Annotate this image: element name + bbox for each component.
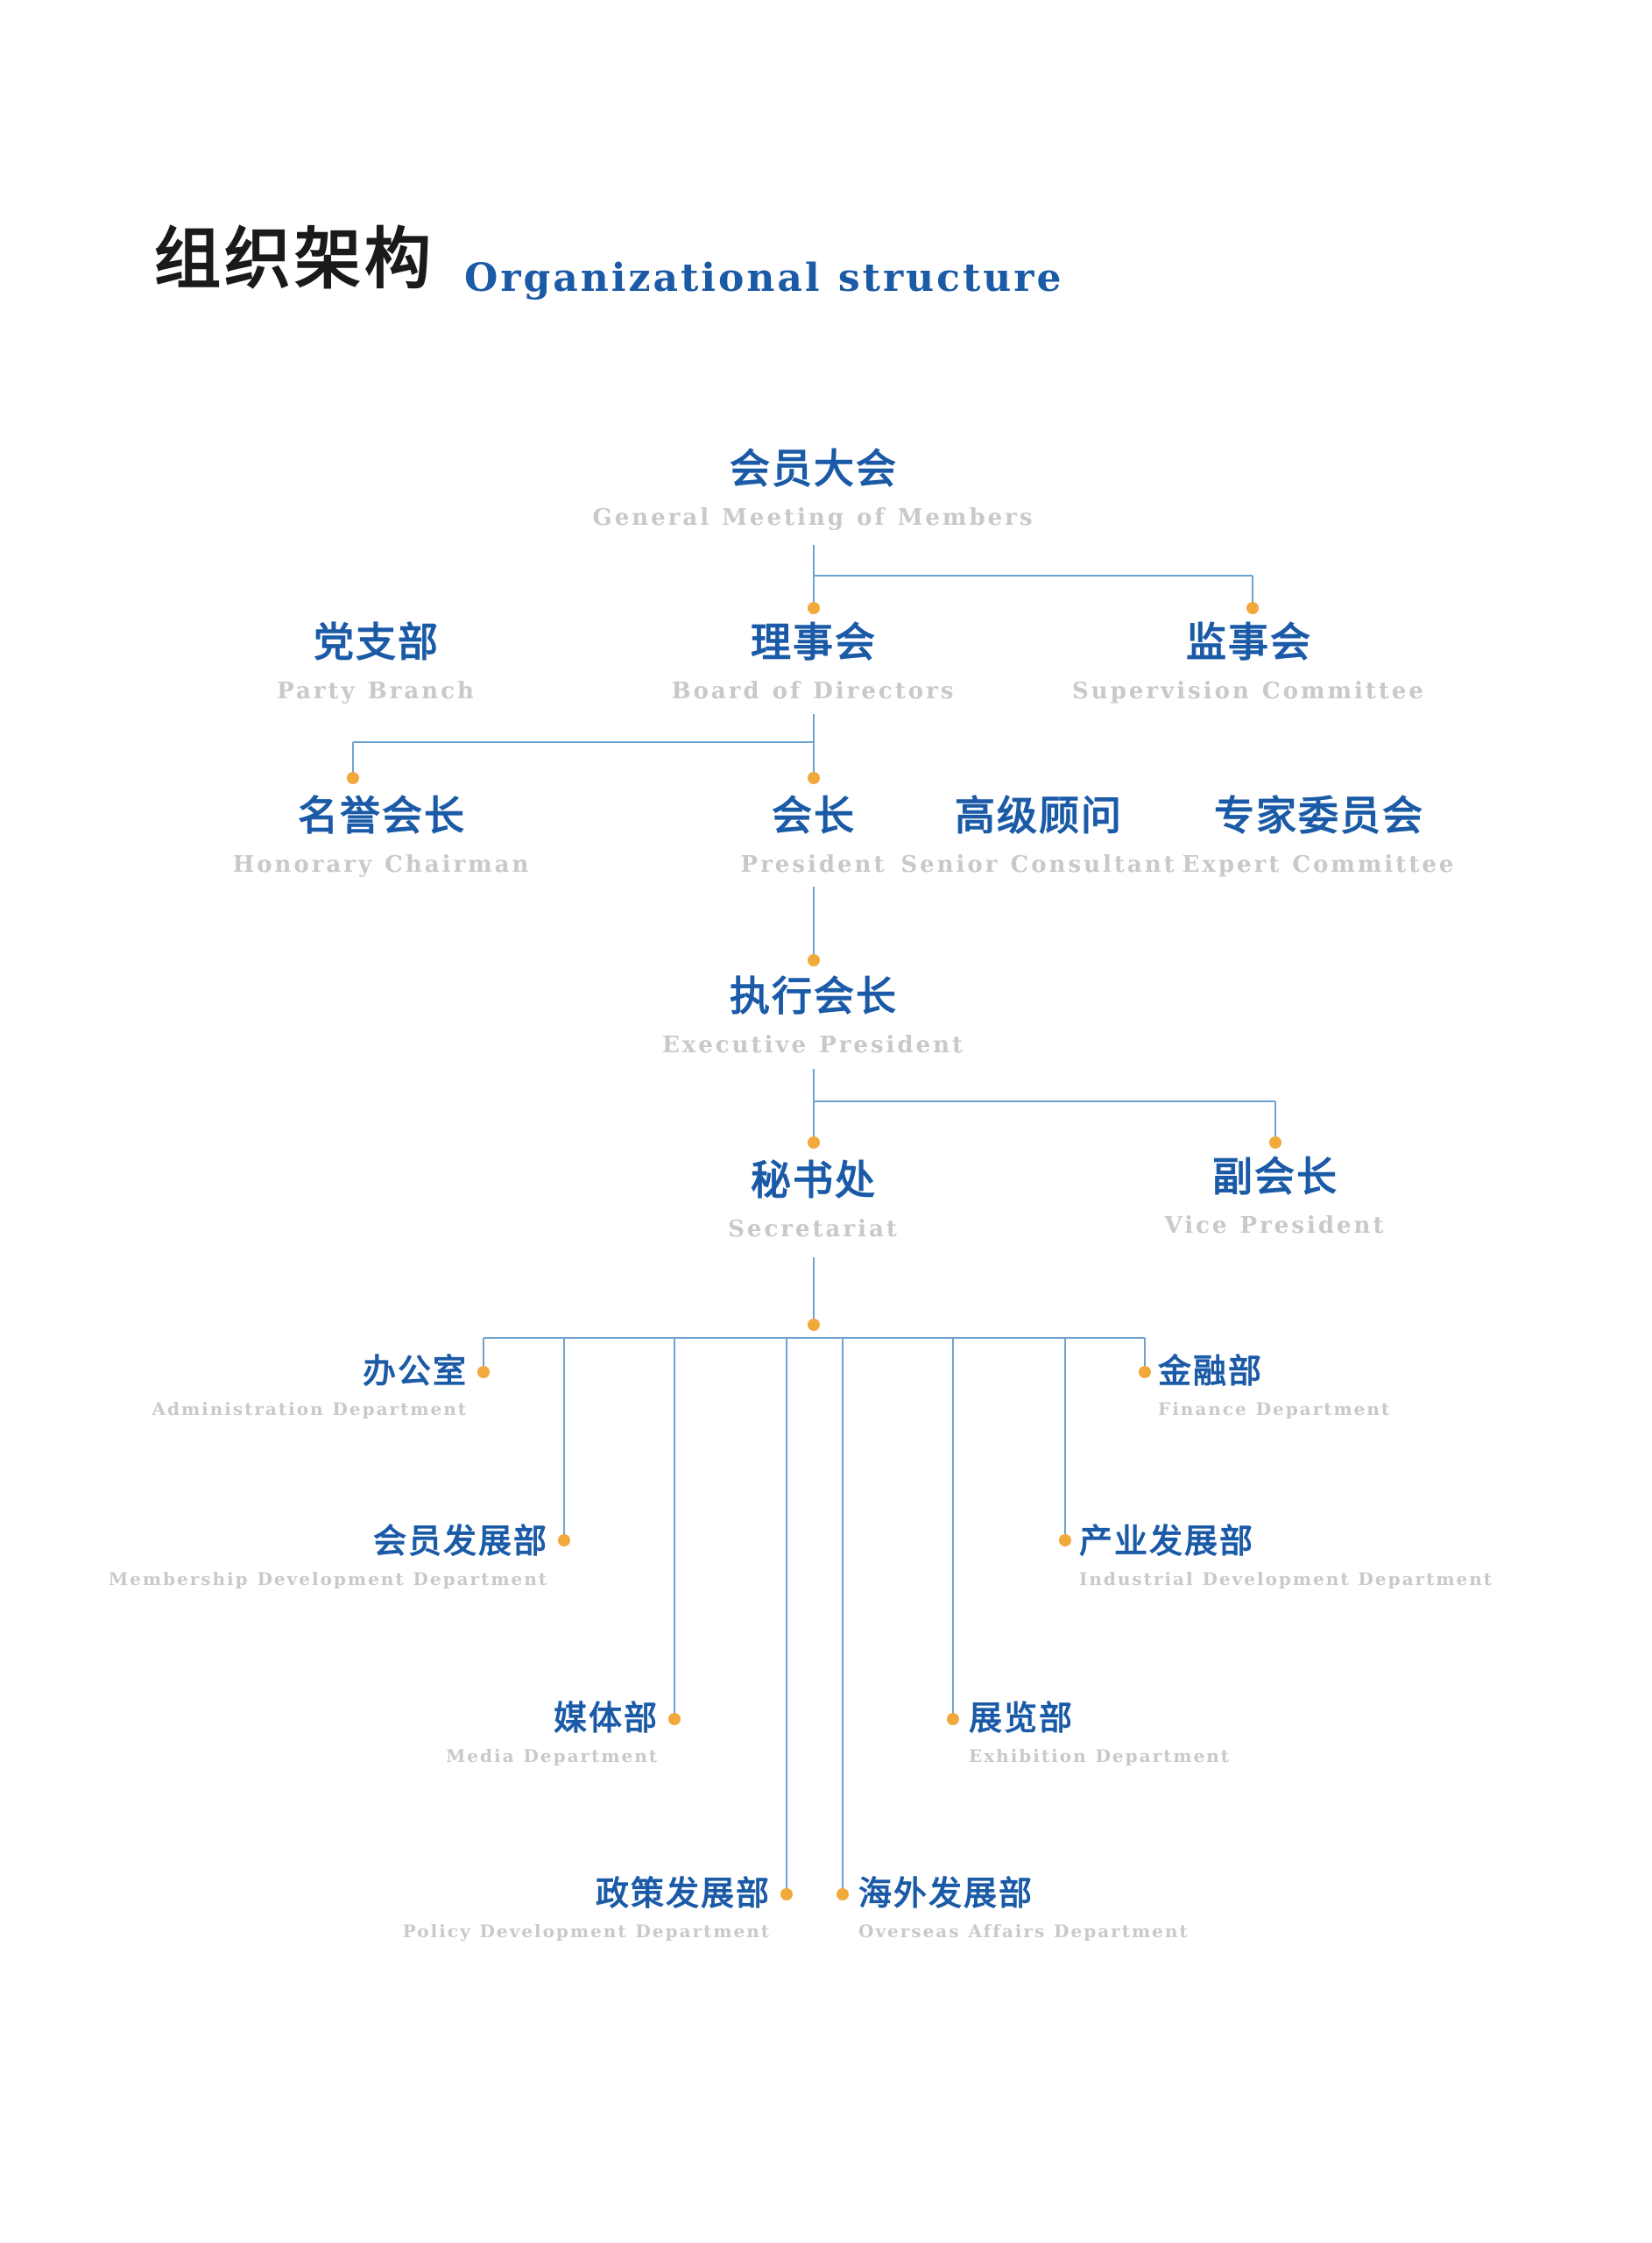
connector-dot — [808, 602, 820, 614]
node-label-zh: 理事会 — [750, 619, 877, 666]
connector-dot — [808, 954, 820, 966]
dept-label-zh: 金融部 — [1158, 1352, 1264, 1390]
dept-label-zh: 政策发展部 — [595, 1874, 771, 1913]
node-expert-committee: 专家委员会 Expert Committee — [1183, 796, 1457, 876]
dept-administration: 办公室 Administration Department — [152, 1355, 468, 1418]
dept-label-zh: 办公室 — [362, 1352, 468, 1390]
node-label-en: Executive President — [661, 1032, 966, 1058]
dept-policy-development: 政策发展部 Policy Development Department — [403, 1877, 771, 1940]
connector-dot — [947, 1713, 959, 1725]
dept-label-en: Industrial Development Department — [1079, 1568, 1493, 1589]
dept-label-en: Exhibition Department — [969, 1745, 1232, 1766]
node-vice-president: 副会长 Vice President — [1165, 1157, 1387, 1237]
connector-dot — [1059, 1534, 1071, 1546]
dept-label-zh: 海外发展部 — [858, 1874, 1034, 1913]
dept-label-zh: 产业发展部 — [1079, 1522, 1255, 1560]
node-label-zh: 会员大会 — [730, 445, 898, 492]
node-party-branch: 党支部 Party Branch — [277, 622, 477, 703]
connector-dot — [1269, 1136, 1281, 1149]
dept-label-zh: 会员发展部 — [372, 1522, 548, 1560]
page-subtitle: Organizational structure — [464, 256, 1064, 301]
connector-dot — [1246, 602, 1259, 614]
node-label-zh: 专家委员会 — [1214, 792, 1424, 839]
dept-label-en: Administration Department — [152, 1398, 468, 1419]
node-label-en: Supervision Committee — [1072, 678, 1426, 704]
dept-finance: 金融部 Finance Department — [1158, 1355, 1391, 1418]
node-label-zh: 会长 — [771, 792, 856, 839]
dept-label-en: Policy Development Department — [402, 1921, 771, 1942]
node-supervision-committee: 监事会 Supervision Committee — [1072, 622, 1426, 703]
dept-exhibition: 展览部 Exhibition Department — [969, 1702, 1231, 1765]
node-label-zh: 监事会 — [1186, 619, 1312, 666]
connector-dot — [347, 772, 359, 784]
node-label-en: Secretariat — [728, 1216, 900, 1242]
node-secretariat: 秘书处 Secretariat — [728, 1160, 900, 1241]
connector-dot — [477, 1366, 490, 1378]
connector-dot — [808, 1136, 820, 1149]
node-president: 会长 President — [741, 796, 887, 876]
node-label-en: Board of Directors — [671, 678, 957, 704]
node-label-zh: 执行会长 — [730, 973, 898, 1020]
node-label-en: Senior Consultant — [900, 852, 1177, 878]
dept-media: 媒体部 Media Department — [446, 1702, 659, 1765]
node-general-meeting: 会员大会 General Meeting of Members — [592, 449, 1034, 529]
page-title: 组织架构 — [154, 220, 434, 298]
node-label-en: President — [740, 852, 887, 878]
node-label-en: Vice President — [1164, 1213, 1387, 1239]
node-label-zh: 高级顾问 — [954, 792, 1123, 839]
dept-industrial-development: 产业发展部 Industrial Development Department — [1079, 1525, 1493, 1588]
dept-label-en: Media Department — [446, 1745, 659, 1766]
node-board-of-directors: 理事会 Board of Directors — [672, 622, 957, 703]
node-label-en: General Meeting of Members — [592, 505, 1035, 531]
connector-dot — [808, 772, 820, 784]
connector-dot — [1139, 1366, 1151, 1378]
node-honorary-chairman: 名誉会长 Honorary Chairman — [233, 796, 532, 876]
connector-dot — [668, 1713, 681, 1725]
node-label-en: Expert Committee — [1182, 852, 1457, 878]
dept-label-zh: 媒体部 — [553, 1699, 659, 1737]
node-executive-president: 执行会长 Executive President — [662, 976, 965, 1057]
dept-membership-development: 会员发展部 Membership Development Department — [109, 1525, 548, 1588]
node-label-zh: 秘书处 — [751, 1157, 877, 1204]
dept-label-en: Overseas Affairs Department — [858, 1921, 1190, 1942]
connector-dot — [558, 1534, 570, 1546]
dept-overseas-affairs: 海外发展部 Overseas Affairs Department — [858, 1877, 1190, 1940]
connector-dot — [780, 1888, 793, 1900]
node-label-zh: 名誉会长 — [298, 792, 466, 839]
connector-dot — [837, 1888, 849, 1900]
dept-label-en: Finance Department — [1158, 1398, 1392, 1419]
node-label-en: Honorary Chairman — [232, 852, 532, 878]
node-senior-consultant: 高级顾问 Senior Consultant — [900, 796, 1176, 876]
node-label-zh: 党支部 — [313, 619, 440, 666]
dept-label-zh: 展览部 — [969, 1699, 1075, 1737]
node-label-en: Party Branch — [277, 678, 477, 704]
node-label-zh: 副会长 — [1212, 1153, 1338, 1200]
dept-label-en: Membership Development Department — [108, 1568, 548, 1589]
connector-dot — [808, 1319, 820, 1331]
